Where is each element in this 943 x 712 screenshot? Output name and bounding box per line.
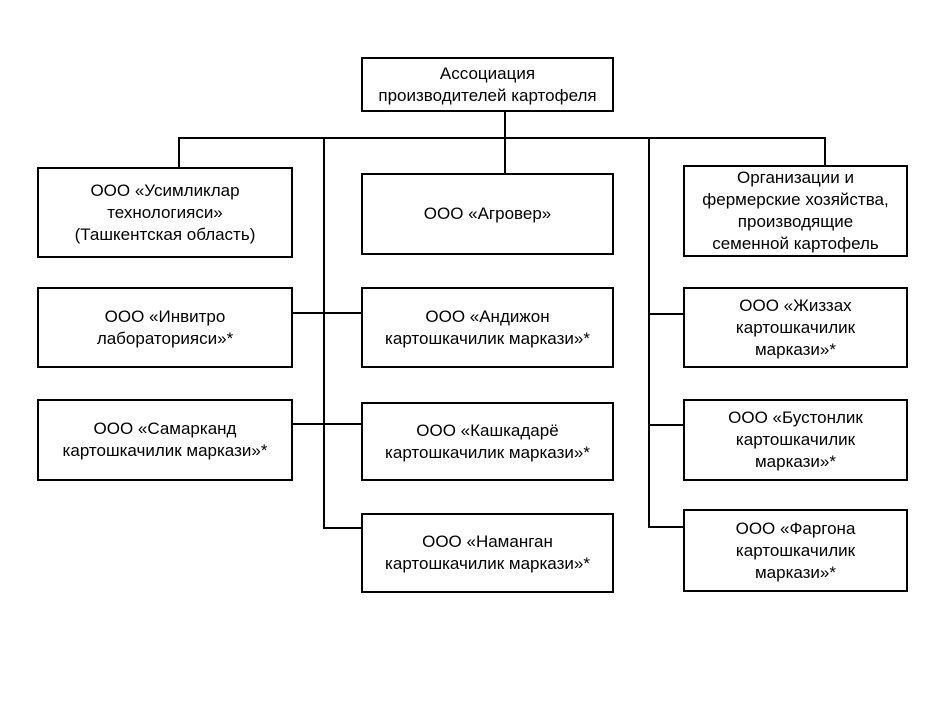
node-seed-potato-producers-label: Организации и фермерские хозяйства, прои… xyxy=(702,168,889,253)
node-agrover: ООО «Агровер» xyxy=(361,173,614,255)
node-samarkand-center-label: ООО «Самарканд картошкачилик маркази»* xyxy=(62,419,268,460)
node-fargona-center: ООО «Фаргона картошкачилик маркази»* xyxy=(683,509,908,592)
node-association: Ассоциация производителей картофеля xyxy=(361,57,614,112)
node-andijon-center: ООО «Андижон картошкачилик маркази»* xyxy=(361,287,614,368)
node-jizzakh-center-label: ООО «Жиззах картошкачилик маркази»* xyxy=(735,295,856,359)
node-kashkadaryo-center: ООО «Кашкадарё картошкачилик маркази»* xyxy=(361,402,614,481)
node-kashkadaryo-center-label: ООО «Кашкадарё картошкачилик маркази»* xyxy=(385,420,590,462)
node-bustonlik-center: ООО «Бустонлик картошкачилик маркази»* xyxy=(683,399,908,481)
node-agrover-label: ООО «Агровер» xyxy=(423,204,552,223)
node-usimliklar-texnologiyasi: ООО «Усимликлар технологияси» (Ташкентск… xyxy=(37,167,293,258)
node-fargona-center-label: ООО «Фаргона картошкачилик маркази»* xyxy=(735,518,856,582)
node-namangan-center: ООО «Наманган картошкачилик маркази»* xyxy=(361,513,614,593)
node-seed-potato-producers: Организации и фермерские хозяйства, прои… xyxy=(683,165,908,257)
node-invitro-laboratoriyasi-label: ООО «Инвитро лабораторияси»* xyxy=(96,306,234,348)
node-andijon-center-label: ООО «Андижон картошкачилик маркази»* xyxy=(385,306,590,348)
node-association-label: Ассоциация производителей картофеля xyxy=(378,63,597,105)
node-usimliklar-texnologiyasi-label: ООО «Усимликлар технологияси» (Ташкентск… xyxy=(74,180,256,244)
node-bustonlik-center-label: ООО «Бустонлик картошкачилик маркази»* xyxy=(728,408,863,471)
node-namangan-center-label: ООО «Наманган картошкачилик маркази»* xyxy=(385,532,590,573)
node-samarkand-center: ООО «Самарканд картошкачилик маркази»* xyxy=(37,399,293,481)
node-invitro-laboratoriyasi: ООО «Инвитро лабораторияси»* xyxy=(37,287,293,368)
node-jizzakh-center: ООО «Жиззах картошкачилик маркази»* xyxy=(683,287,908,368)
